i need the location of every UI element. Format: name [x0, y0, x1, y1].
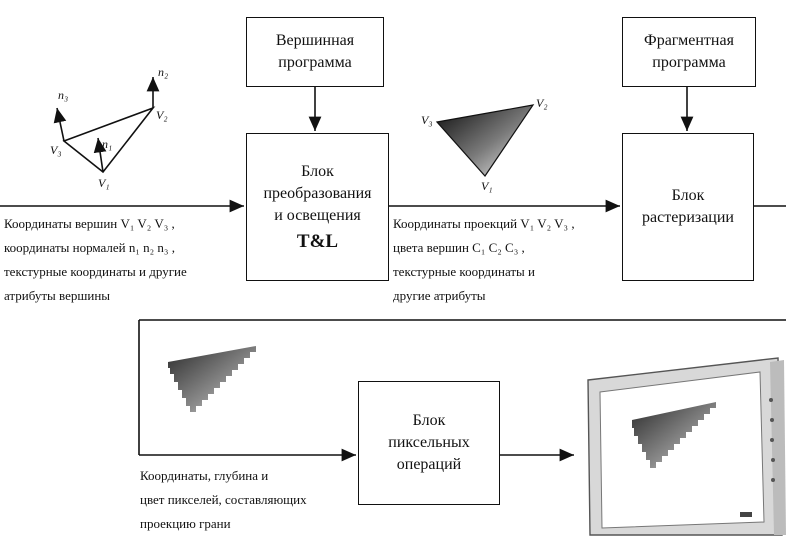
pixelated-triangle: [168, 346, 256, 412]
pixel-label-line1: Координаты, глубина и: [140, 468, 269, 483]
label-n2: n₂: [158, 65, 169, 79]
projection-attributes-label: Координаты проекций V₁ V₂ V₃ , цвета вер…: [393, 212, 575, 308]
input-label-line4: атрибуты вершины: [4, 288, 111, 303]
input-label-line2: координаты нормалей n₁ n₂ n₃ ,: [4, 240, 175, 255]
raster-block-line2: растеризации: [642, 209, 734, 226]
input-label-line1: Координаты вершин V₁ V₂ V₃ ,: [4, 216, 175, 231]
projection-label-line4: другие атрибуты: [393, 288, 486, 303]
tl-block-line3: и освещения: [274, 206, 361, 224]
raster-block-line1: Блок: [671, 187, 705, 204]
label-v3-left: V₃: [50, 143, 62, 157]
fragment-program-line1: Фрагментная: [644, 32, 734, 49]
input-label-line3: текстурные координаты и другие: [4, 264, 187, 279]
input-attributes-label: Координаты вершин V₁ V₂ V₃ , координаты …: [4, 212, 187, 308]
vertex-program-line2: программа: [278, 54, 352, 71]
pixel-label-line2: цвет пикселей, составляющих: [140, 492, 307, 507]
label-v2-right: V₂: [536, 96, 548, 110]
label-v3-right: V₃: [421, 113, 433, 127]
pixel-block-line2: пиксельных: [388, 434, 470, 451]
tl-block-line2: преобразования: [263, 184, 372, 202]
monitor-figure: [587, 357, 786, 536]
fragment-program-box: Фрагментная программа: [622, 17, 756, 87]
tl-block-box: Блок преобразования и освещения T&L: [246, 133, 389, 281]
tl-block-line1: Блок: [301, 162, 334, 180]
label-n3: n₃: [58, 88, 69, 102]
projection-label-line3: текстурные координаты и: [393, 264, 536, 279]
pixel-block-line1: Блок: [412, 412, 446, 429]
vertex-program-line1: Вершинная: [275, 32, 355, 49]
tl-block-line4: T&L: [296, 230, 339, 252]
pixel-attributes-label: Координаты, глубина и цвет пикселей, сос…: [140, 464, 307, 536]
projection-label-line2: цвета вершин C₁ C₂ C₃ ,: [393, 240, 525, 255]
fragment-program-line2: программа: [652, 54, 726, 71]
label-v2-left: V₂: [156, 108, 168, 122]
pixel-block-box: Блок пиксельных операций: [358, 381, 500, 505]
raster-block-box: Блок растеризации: [622, 133, 754, 281]
label-v1-right: V₁: [481, 179, 493, 193]
pixel-label-line3: проекцию грани: [140, 516, 231, 531]
shaded-triangle: [435, 104, 535, 177]
projection-label-line1: Координаты проекций V₁ V₂ V₃ ,: [393, 216, 575, 231]
label-v1-left: V₁: [98, 176, 110, 190]
pixel-block-line3: операций: [396, 456, 462, 473]
vertex-program-box: Вершинная программа: [246, 17, 384, 87]
label-n1: n₁: [102, 137, 113, 151]
wireframe-triangle-figure: [53, 77, 160, 174]
